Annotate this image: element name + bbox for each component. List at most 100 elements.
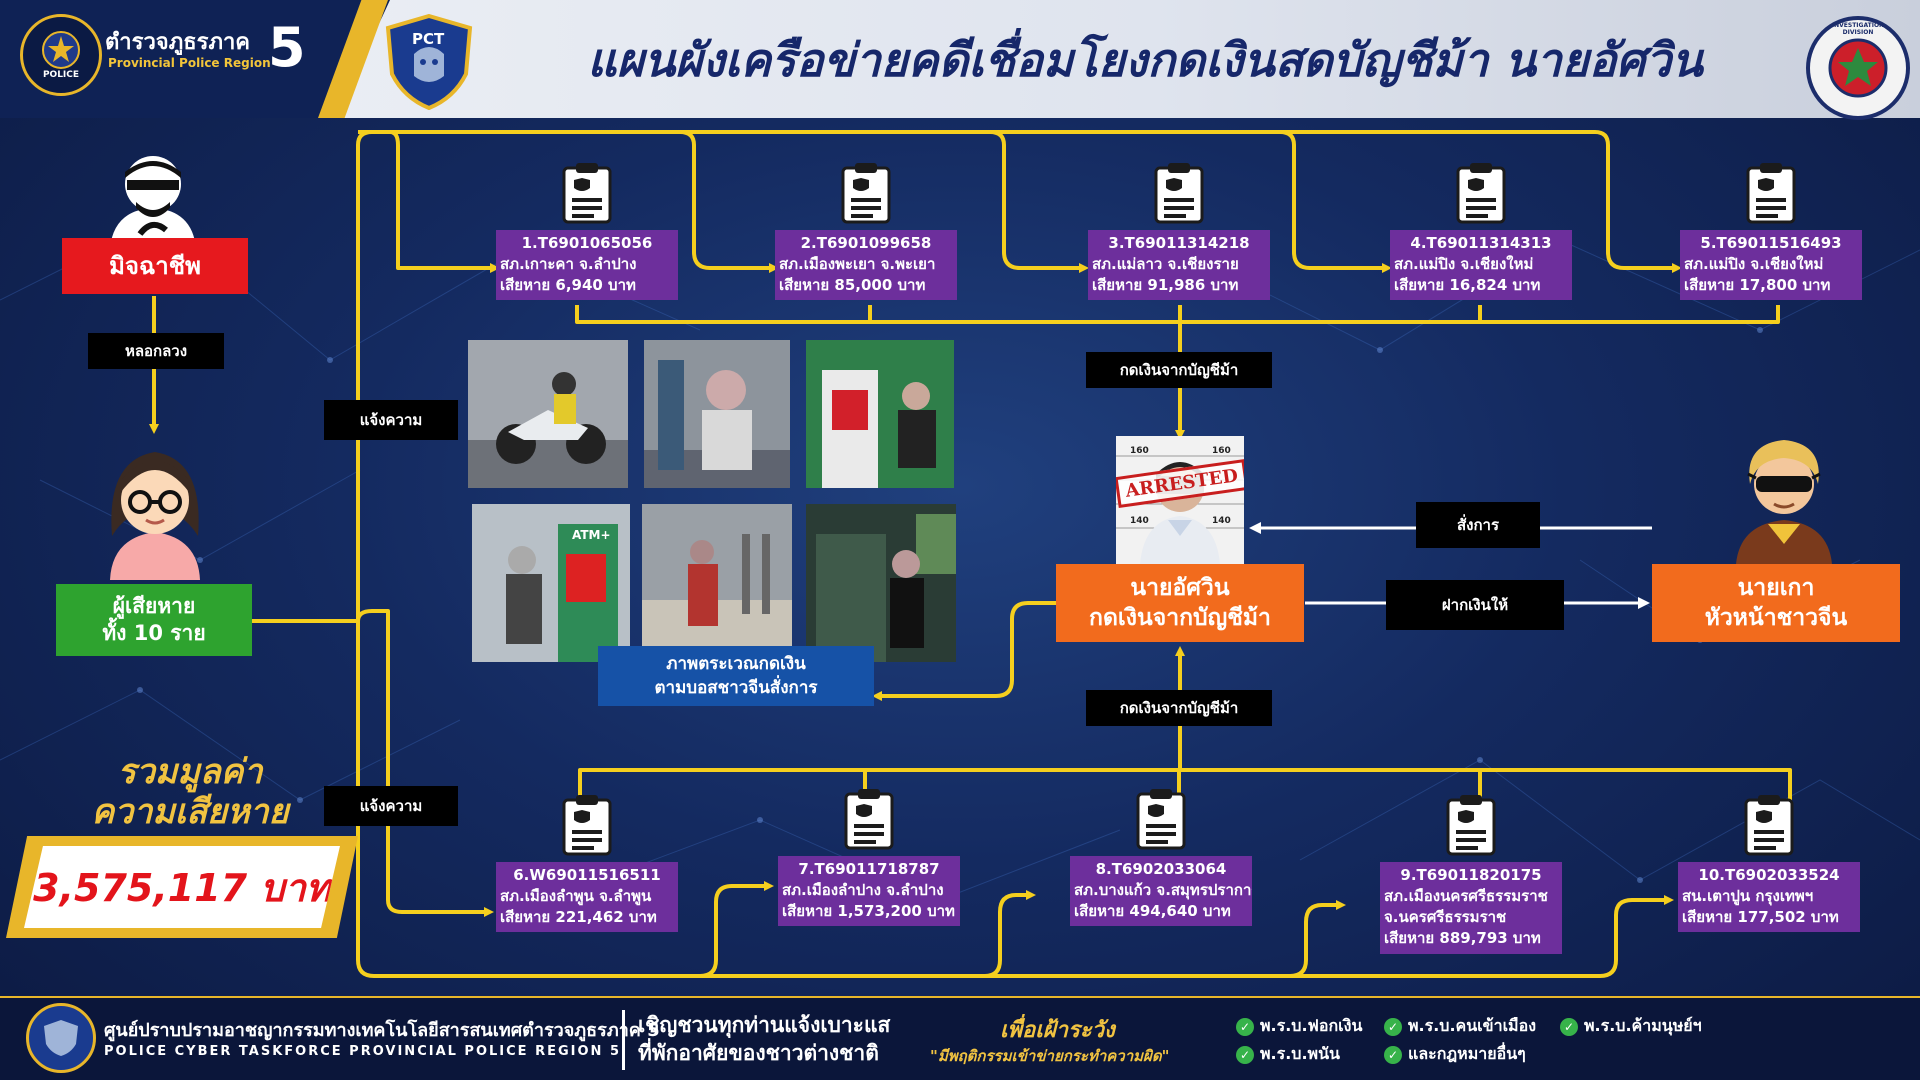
case-station: สภ.บางแก้ว จ.สมุทรปราการ xyxy=(1074,881,1252,899)
check-icon: ✓ xyxy=(1236,1017,1254,1036)
law-label: พ.ร.บ.ค้ามนุษย์ฯ xyxy=(1584,1016,1702,1035)
cctv-photo-atm-queue xyxy=(644,340,790,488)
check-icon: ✓ xyxy=(1236,1045,1254,1064)
case-loss: เสียหาย 6,940 บาท xyxy=(500,276,636,294)
scammer-avatar xyxy=(100,148,206,248)
case-id: 1.T6901065056 xyxy=(521,234,653,252)
law-other: ✓ และกฎหมายอื่นๆ xyxy=(1384,1042,1526,1067)
case-loss: เสียหาย 85,000 บาท xyxy=(779,276,926,294)
boss-line1: นายเกา xyxy=(1737,575,1815,601)
law-label: พ.ร.บ.คนเข้าเมือง xyxy=(1408,1016,1536,1035)
case-document-icon xyxy=(1134,786,1188,850)
law-human-trafficking: ✓ พ.ร.บ.ค้ามนุษย์ฯ xyxy=(1560,1014,1702,1039)
case-document-icon xyxy=(560,792,614,856)
case-id: 4.T69011314313 xyxy=(1410,234,1552,252)
motorbike-scene-icon xyxy=(468,340,628,488)
case-station2: จ.นครศรีธรรมราช xyxy=(1384,908,1507,926)
case-id: 6.W69011516511 xyxy=(513,866,661,884)
eagle-emblem-icon xyxy=(1828,38,1888,98)
case-document-icon xyxy=(1152,160,1206,224)
case-id: 10.T6902033524 xyxy=(1698,866,1840,884)
report-label-top: แจ้งความ xyxy=(324,400,458,440)
case-station: สภ.เมืองลำพูน จ.ลำพูน xyxy=(500,887,652,905)
region-name-english: Provincial Police Region xyxy=(108,56,271,70)
atm-booth-scene-icon xyxy=(806,340,954,488)
law-label: พ.ร.บ.พนัน xyxy=(1260,1044,1340,1063)
atm-queue-scene-icon xyxy=(644,340,790,488)
victims-line1: ผู้เสียหาย xyxy=(112,594,196,618)
masked-thief-icon xyxy=(110,156,196,248)
region-number: 5 xyxy=(268,16,306,79)
case-station: สน.เตาปูน กรุงเทพฯ xyxy=(1682,887,1814,905)
case-id: 2.T6901099658 xyxy=(800,234,932,252)
case-station: สภ.เกาะคา จ.ลำปาง xyxy=(500,255,637,273)
police-logo: POLICE xyxy=(20,14,102,96)
cctv-photo-motorbike xyxy=(468,340,628,488)
case-document-icon xyxy=(1454,160,1508,224)
case-station: สภ.แม่ปิง จ.เชียงใหม่ xyxy=(1394,255,1534,273)
suspect-line2: กดเงินจากบัญชีม้า xyxy=(1089,605,1271,631)
case-station: สภ.เมืองลำปาง จ.ลำปาง xyxy=(782,881,944,899)
atm-plus-scene-icon xyxy=(472,504,630,662)
suspect-box: นายอัศวิน กดเงินจากบัญชีม้า xyxy=(1056,564,1304,642)
scammer-box: มิจฉาชีพ xyxy=(62,238,248,294)
case-id: 3.T69011314218 xyxy=(1108,234,1250,252)
footer-center-name-english: POLICE CYBER TASKFORCE PROVINCIAL POLICE… xyxy=(104,1044,621,1059)
footer-divider xyxy=(622,1010,625,1070)
case-document-icon xyxy=(1742,792,1796,856)
order-label: สั่งการ xyxy=(1416,502,1540,548)
suspect-line1: นายอัศวิน xyxy=(1130,575,1230,601)
footer-warn-title: เพื่อเฝ้าระวัง xyxy=(1000,1018,1115,1043)
law-gambling: ✓ พ.ร.บ.พนัน xyxy=(1236,1042,1340,1067)
cctv-photo-night-atm xyxy=(806,504,956,662)
cctv-photo-gate xyxy=(642,504,792,648)
gate-scene-icon xyxy=(642,504,792,648)
total-title-line1: รวมมูลค่า xyxy=(117,752,263,792)
investigation-logo-text: INVESTIGATION DIVISION xyxy=(1831,22,1885,36)
check-icon: ✓ xyxy=(1384,1045,1402,1064)
case-id: 7.T69011718787 xyxy=(798,860,940,878)
mugshot-mark-2: 160 xyxy=(1212,446,1231,456)
case-station: สภ.เมืองนครศรีธรรมราช xyxy=(1384,887,1548,905)
case-loss: เสียหาย 17,800 บาท xyxy=(1684,276,1831,294)
case-document-icon xyxy=(1744,160,1798,224)
cctv-caption-line1: ภาพตระเวณกดเงิน xyxy=(666,654,806,674)
mugshot-mark-1: 160 xyxy=(1130,446,1149,456)
case-loss: เสียหาย 494,640 บาท xyxy=(1074,902,1231,920)
law-label: และกฎหมายอื่นๆ xyxy=(1408,1044,1526,1063)
case-station: สภ.แม่ลาว จ.เชียงราย xyxy=(1092,255,1239,273)
case-loss: เสียหาย 16,824 บาท xyxy=(1394,276,1541,294)
case-id: 5.T69011516493 xyxy=(1700,234,1842,252)
boss-avatar xyxy=(1728,434,1840,564)
cctv-caption-line2: ตามบอสชาวจีนสั่งการ xyxy=(654,678,818,698)
case-id: 8.T6902033064 xyxy=(1095,860,1227,878)
mugshot-mark-3: 140 xyxy=(1130,516,1149,526)
cctv-photo-atm-booth xyxy=(806,340,954,488)
case-id: 9.T69011820175 xyxy=(1400,866,1542,884)
case-loss: เสียหาย 889,793 บาท xyxy=(1384,929,1541,947)
page-title: แผนผังเครือข่ายคดีเชื่อมโยงกดเงินสดบัญชี… xyxy=(587,33,1703,87)
cctv-caption: ภาพตระเวณกดเงิน ตามบอสชาวจีนสั่งการ xyxy=(598,646,874,706)
bottom-case-card-4: 9.T69011820175 สภ.เมืองนครศรีธรรมราชจ.นคร… xyxy=(1380,862,1562,954)
report-label-bottom: แจ้งความ xyxy=(324,786,458,826)
bottom-case-card-3: 8.T6902033064 สภ.บางแก้ว จ.สมุทรปราการเสี… xyxy=(1070,856,1252,926)
check-icon: ✓ xyxy=(1384,1017,1402,1036)
withdraw-label-bottom: กดเงินจากบัญชีม้า xyxy=(1086,690,1272,726)
victim-avatar xyxy=(102,440,208,580)
footer-center-name-thai: ศูนย์ปราบปรามอาชญากรรมทางเทคโนโลยีสารสนเ… xyxy=(104,1020,660,1041)
star-emblem-icon xyxy=(42,31,80,69)
suspect-mugshot: 160 160 140 140 ARRESTED xyxy=(1116,436,1244,564)
victims-box: ผู้เสียหาย ทั้ง 10 ราย xyxy=(56,584,252,656)
victims-line2: ทั้ง 10 ราย xyxy=(102,621,206,645)
law-label: พ.ร.บ.ฟอกเงิน xyxy=(1260,1016,1363,1035)
deceive-label: หลอกลวง xyxy=(88,333,224,369)
case-station: สภ.เมืองพะเยา จ.พะเยา xyxy=(779,255,936,273)
top-case-card-4: 4.T69011314313 สภ.แม่ปิง จ.เชียงใหม่เสียห… xyxy=(1390,230,1572,300)
boss-line2: หัวหน้าชาวจีน xyxy=(1704,605,1848,631)
